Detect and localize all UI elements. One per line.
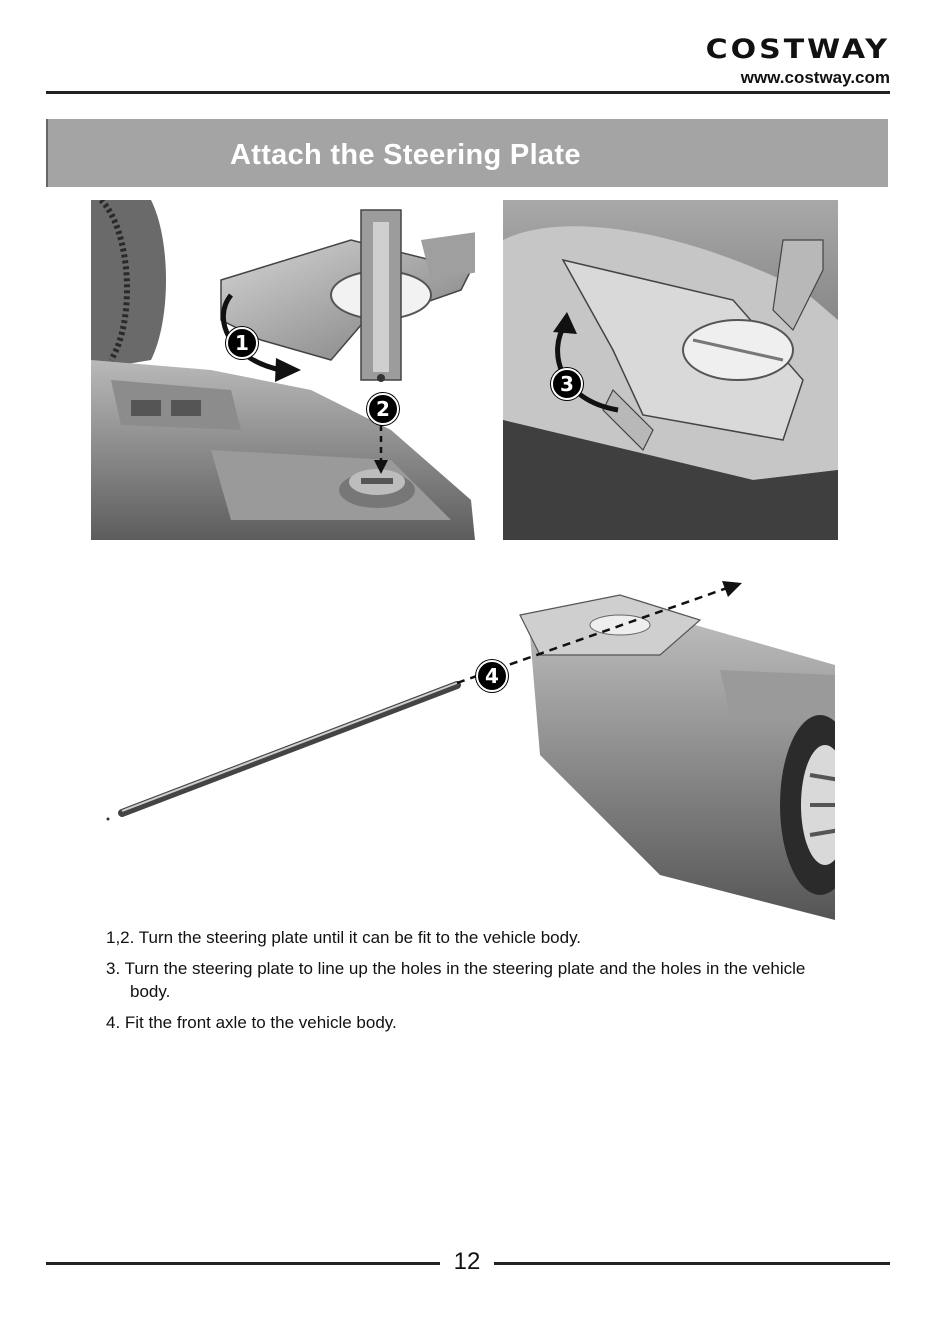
header-divider <box>46 91 890 94</box>
section-title: Attach the Steering Plate <box>230 139 581 172</box>
brand-url: www.costway.com <box>706 68 890 88</box>
steering-plate-align-illustration <box>503 200 838 540</box>
instruction-item: 4. Fit the front axle to the vehicle bod… <box>106 1011 846 1034</box>
page-number: 12 <box>440 1248 494 1276</box>
step-badge-4: 4 <box>476 660 508 692</box>
footer-divider-right <box>494 1262 890 1265</box>
brand-header: COSTWAY www.costway.com <box>706 34 890 88</box>
brand-logo: COSTWAY <box>706 36 890 65</box>
step-badge-2: 2 <box>367 393 399 425</box>
step-badge-3: 3 <box>551 368 583 400</box>
figure-steps-1-2: 1 2 <box>91 200 475 540</box>
instruction-item: 3. Turn the steering plate to line up th… <box>106 957 846 1003</box>
instruction-list: 1,2. Turn the steering plate until it ca… <box>106 926 846 1042</box>
section-banner: Attach the Steering Plate <box>46 119 888 187</box>
instruction-item: 1,2. Turn the steering plate until it ca… <box>106 926 846 949</box>
steering-plate-rotate-illustration <box>91 200 475 540</box>
figure-step-3: 3 <box>503 200 838 540</box>
figure-step-4: 4 <box>100 575 835 920</box>
step-badge-1: 1 <box>226 327 258 359</box>
front-axle-illustration <box>100 575 835 920</box>
footer-divider-left <box>46 1262 440 1265</box>
